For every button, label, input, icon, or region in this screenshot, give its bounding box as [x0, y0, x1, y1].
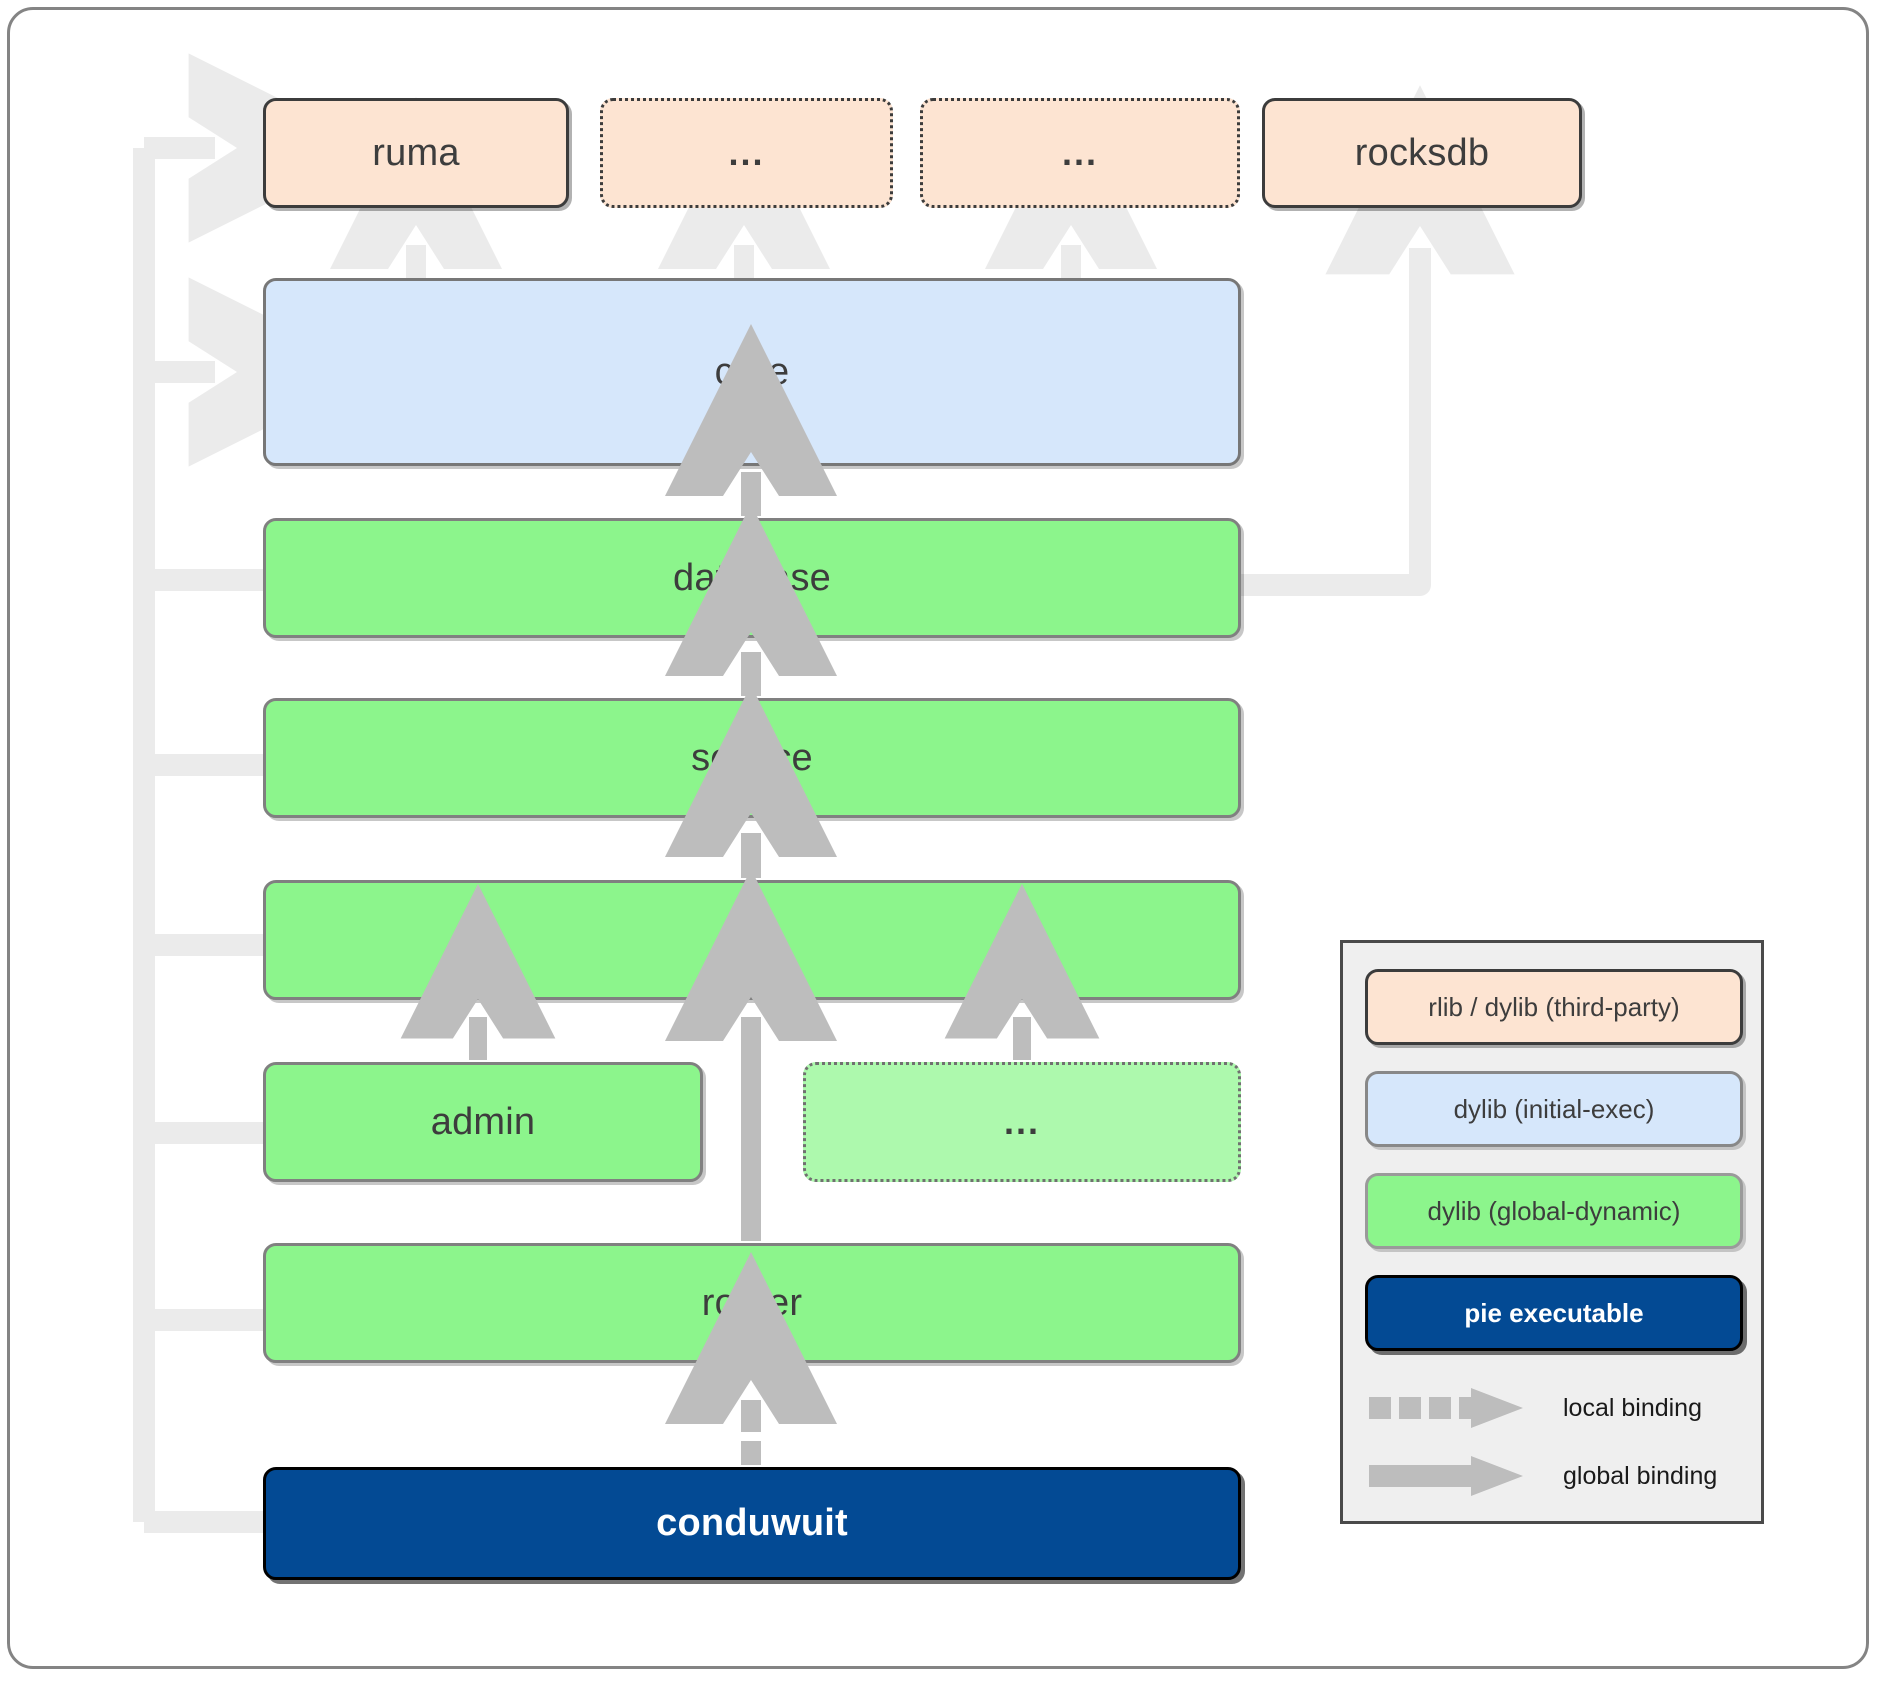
legend-binding-label: global binding — [1563, 1461, 1718, 1490]
node-label: service — [691, 736, 813, 779]
node-rocksdb[interactable]: rocksdb — [1262, 98, 1582, 208]
legend-swatch-third-party: rlib / dylib (third-party) — [1365, 969, 1743, 1045]
node-admin[interactable]: admin — [263, 1062, 703, 1182]
node-label: conduwuit — [656, 1502, 848, 1544]
node-label: rocksdb — [1354, 131, 1490, 174]
legend-swatch-label: pie executable — [1464, 1297, 1644, 1328]
node-label: ... — [1003, 1100, 1040, 1142]
legend-swatch-label: dylib (initial-exec) — [1453, 1093, 1655, 1124]
legend-panel: rlib / dylib (third-party) dylib (initia… — [1340, 940, 1764, 1524]
legend-binding-label: local binding — [1563, 1393, 1702, 1422]
node-label: core — [714, 350, 790, 393]
node-label: database — [673, 556, 831, 599]
legend-swatch-pie-executable: pie executable — [1365, 1275, 1743, 1351]
conduwuit-global-bus — [133, 53, 378, 1533]
legend-swatch-initial-exec: dylib (initial-exec) — [1365, 1071, 1743, 1147]
legend-swatch-label: rlib / dylib (third-party) — [1428, 991, 1680, 1022]
node-core[interactable]: core — [263, 278, 1241, 466]
node-database[interactable]: database — [263, 518, 1241, 638]
node-global-dynamic-placeholder[interactable]: ... — [803, 1062, 1241, 1182]
node-conduwuit[interactable]: conduwuit — [263, 1467, 1241, 1580]
node-third-party-placeholder-2[interactable]: ... — [920, 98, 1240, 208]
node-ruma[interactable]: ruma — [263, 98, 569, 208]
edge-database-to-rocksdb — [1240, 85, 1515, 596]
node-label: ... — [1061, 131, 1098, 173]
node-api[interactable]: api — [263, 880, 1241, 1000]
node-label: ruma — [372, 131, 460, 174]
legend-swatch-global-dynamic: dylib (global-dynamic) — [1365, 1173, 1743, 1249]
legend-binding-global: global binding — [1365, 1448, 1745, 1504]
global-binding-arrow-icon — [1369, 1456, 1523, 1496]
node-label: admin — [430, 1100, 536, 1143]
legend-binding-local: local binding — [1365, 1380, 1745, 1436]
node-service[interactable]: service — [263, 698, 1241, 818]
node-label: ... — [728, 131, 765, 173]
node-label: router — [701, 1281, 803, 1324]
node-third-party-placeholder-1[interactable]: ... — [600, 98, 893, 208]
local-binding-arrow-icon — [1369, 1388, 1523, 1428]
legend-swatch-label: dylib (global-dynamic) — [1427, 1195, 1681, 1226]
node-router[interactable]: router — [263, 1243, 1241, 1363]
node-label: api — [726, 918, 778, 961]
